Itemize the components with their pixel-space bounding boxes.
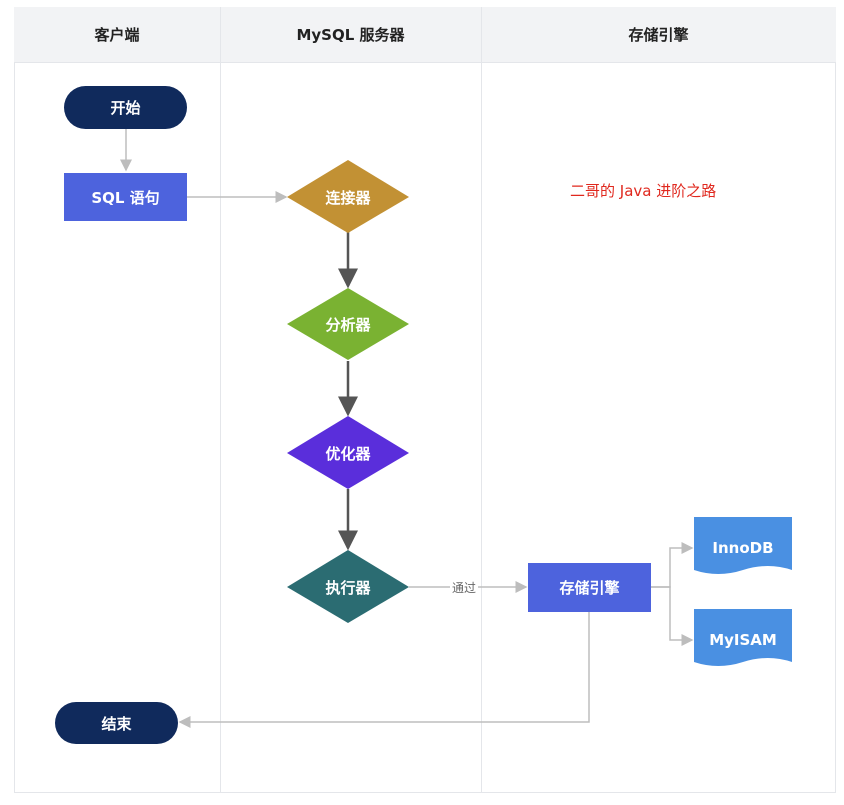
edge-storage-to-myisam — [651, 586, 694, 646]
analyzer-label: 分析器 — [325, 315, 371, 334]
watermark-text: 二哥的 Java 进阶之路 — [570, 182, 717, 200]
optimizer-diamond — [287, 416, 409, 489]
start-node: 开始 — [64, 86, 187, 129]
myisam-label: MyISAM — [709, 631, 777, 649]
connector-diamond — [287, 160, 409, 233]
connector-label: 连接器 — [325, 188, 371, 207]
lane-divider — [220, 7, 221, 793]
storage-engine-node: 存储引擎 — [528, 563, 651, 612]
innodb-document — [694, 517, 792, 574]
innodb-label: InnoDB — [712, 539, 774, 557]
edge-label-via: 通过 — [450, 579, 479, 596]
lane-header-mysql-server: MySQL 服务器 — [220, 7, 481, 63]
edge-storage-to-end — [178, 612, 590, 728]
executor-label: 执行器 — [325, 578, 371, 597]
end-node: 结束 — [55, 702, 178, 744]
lane-header-client: 客户端 — [14, 7, 220, 63]
myisam-document — [694, 609, 792, 666]
analyzer-diamond — [287, 288, 409, 360]
executor-diamond — [287, 550, 409, 623]
lane-divider — [481, 7, 482, 793]
sql-statement-node: SQL 语句 — [64, 173, 187, 221]
lane-header-storage-engine: 存储引擎 — [481, 7, 836, 63]
edge-storage-to-innodb — [651, 542, 694, 588]
optimizer-label: 优化器 — [325, 444, 371, 463]
